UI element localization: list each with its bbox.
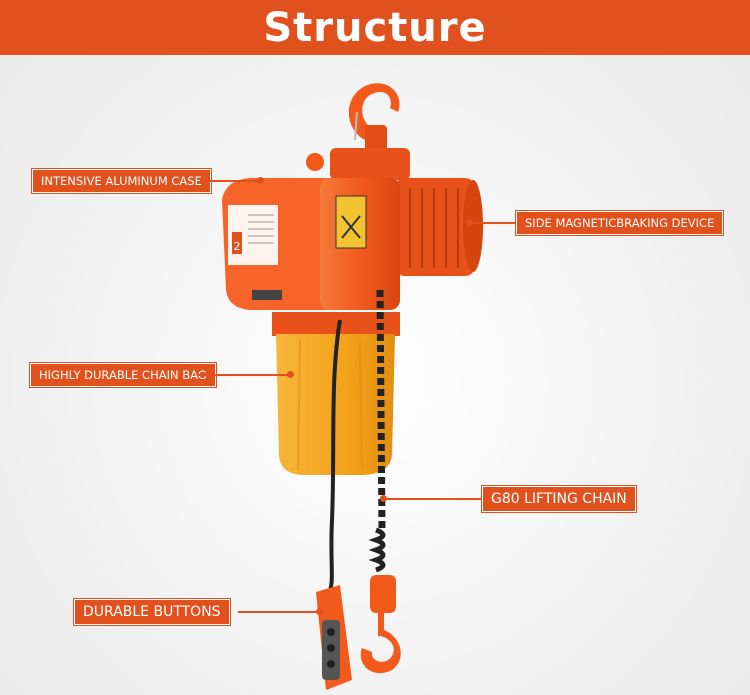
callout-durable-buttons-text: DURABLE BUTTONS — [83, 604, 221, 620]
callout-dot-buttons — [316, 608, 323, 615]
callout-braking-device-text: SIDE MAGNETICBRAKING DEVICE — [525, 216, 715, 230]
callout-dot-case — [257, 177, 264, 184]
callout-line-brake — [470, 222, 516, 224]
header-banner: Structure — [0, 0, 750, 55]
callout-lifting-chain: G80 LIFTING CHAIN — [482, 486, 636, 512]
callout-dot-bag — [287, 371, 294, 378]
shackle — [306, 153, 324, 171]
callout-dot-chain — [380, 495, 387, 502]
callout-line-buttons — [238, 611, 318, 613]
callout-lifting-chain-text: G80 LIFTING CHAIN — [491, 491, 627, 507]
callout-line-case — [200, 180, 260, 182]
capacity-badge: 2 — [234, 240, 241, 253]
callout-durable-buttons: DURABLE BUTTONS — [74, 599, 230, 625]
bottom-hook — [360, 575, 401, 674]
callout-dot-brake — [466, 219, 473, 226]
main-case: 2 — [222, 178, 400, 310]
callout-chain-bag-text: HIGHLY DURABLE CHAIN BAG — [39, 368, 207, 382]
motor-brake-housing — [395, 178, 483, 276]
pendant-cable — [328, 319, 342, 591]
pendant-control — [316, 585, 352, 690]
page-title: Structure — [263, 4, 487, 51]
callout-chain-bag: HIGHLY DURABLE CHAIN BAG — [30, 363, 216, 387]
top-hook — [348, 83, 400, 153]
top-block — [330, 148, 410, 180]
callout-aluminum-case: INTENSIVE ALUMINUM CASE — [32, 169, 211, 193]
callout-line-bag — [197, 374, 289, 376]
callout-line-chain — [384, 498, 482, 500]
lifting-chain — [368, 289, 386, 573]
callout-braking-device: SIDE MAGNETICBRAKING DEVICE — [516, 211, 724, 235]
callout-aluminum-case-text: INTENSIVE ALUMINUM CASE — [41, 174, 202, 188]
